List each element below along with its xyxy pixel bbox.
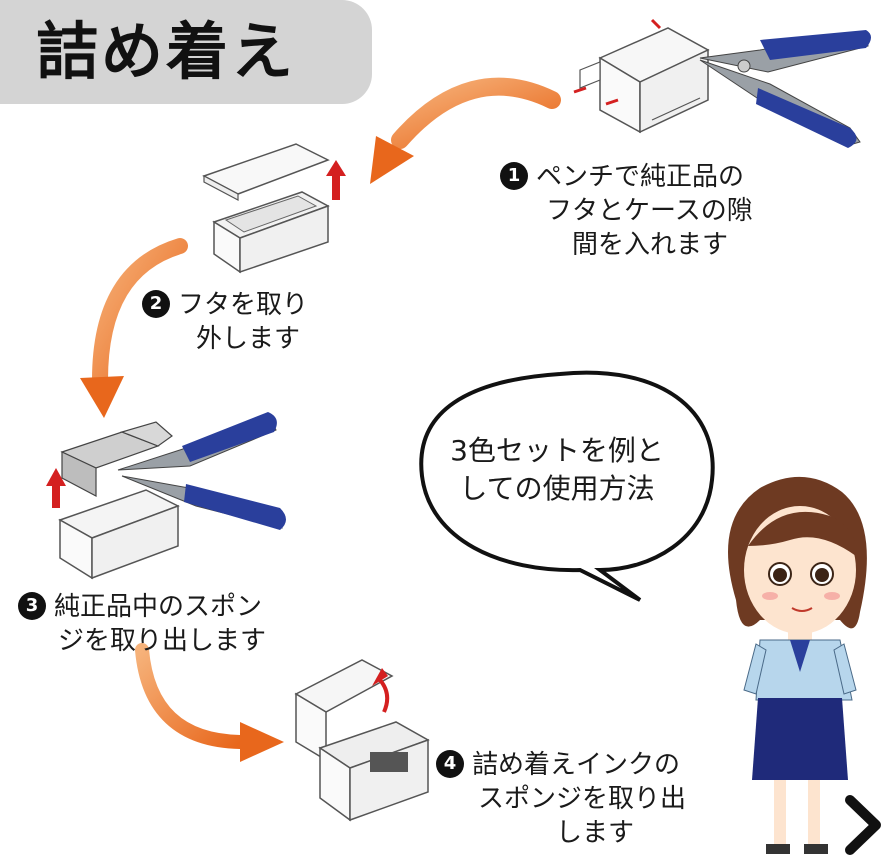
flow-arrow-1	[391, 77, 561, 149]
step-1-line-1: ペンチで純正品の	[536, 162, 745, 192]
bubble-line-1: 3色セットを例と	[450, 434, 664, 467]
cartridge-step3-image	[46, 421, 180, 580]
step-1-line-3: 間を入れます	[572, 230, 729, 260]
step-number-badge: 3	[18, 591, 46, 620]
step-3-text: 3 純正品中のスポン ジを取り出します	[18, 590, 266, 658]
step-4-line-2: スポンジを取り出	[478, 784, 687, 814]
cartridge-step2-image	[202, 143, 346, 274]
step-1-text: 1 ペンチで純正品の フタとケースの隙 間を入れます	[500, 160, 753, 262]
step-2-text: 2 フタを取り 外します	[142, 288, 308, 356]
flow-arrow-2-head	[80, 376, 124, 418]
flow-arrow-3-head	[240, 722, 284, 762]
step-3-line-2: ジを取り出します	[58, 626, 267, 656]
next-button[interactable]	[838, 790, 888, 860]
step-number-badge: 4	[436, 749, 464, 778]
speech-bubble-text: 3色セットを例と しての使用方法	[432, 432, 682, 508]
step-4-line-1: 詰め着えインクの	[472, 750, 681, 780]
step-1-line-2: フタとケースの隙	[546, 196, 753, 226]
pliers-step3	[117, 412, 286, 530]
step-number-badge: 1	[500, 161, 528, 190]
cartridge-step1-image	[573, 18, 710, 134]
flow-arrow-1-head	[370, 136, 414, 184]
flow-arrow-2	[92, 238, 188, 388]
step-3-line-1: 純正品中のスポン	[54, 592, 263, 622]
pliers-step1	[699, 30, 871, 148]
woman-character-image	[728, 476, 867, 854]
step-4-line-3: します	[556, 818, 635, 848]
page-title: 詰め着え	[36, 15, 297, 88]
step-4-text: 4 詰め着えインクの スポンジを取り出 します	[436, 748, 686, 850]
chevron-right-icon	[845, 795, 881, 855]
flow-arrow-3	[135, 643, 247, 749]
cartridge-step4-image	[294, 659, 430, 822]
bubble-line-2: しての使用方法	[459, 472, 655, 505]
speech-bubble	[419, 370, 715, 602]
step-2-line-1: フタを取り	[178, 290, 309, 320]
step-2-line-2: 外します	[196, 324, 301, 354]
step-number-badge: 2	[142, 289, 170, 318]
title-banner: 詰め着え	[0, 0, 372, 104]
